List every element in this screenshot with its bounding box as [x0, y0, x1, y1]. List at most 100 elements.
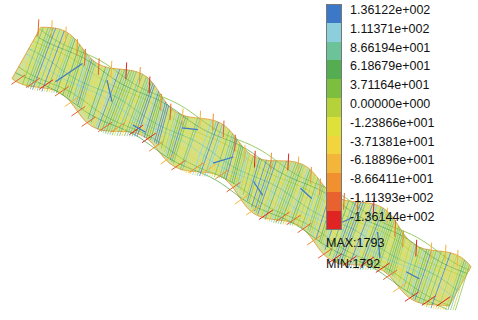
stress-spike [246, 206, 260, 216]
stress-spike [71, 107, 85, 117]
mesh-line [163, 111, 174, 151]
stress-spike [98, 122, 112, 132]
mesh-line [232, 145, 242, 182]
stress-spike [26, 78, 40, 88]
legend-value: 1.36122e+002 [350, 3, 430, 17]
legend-value: -1.11393e+002 [350, 191, 434, 205]
stress-spike [298, 223, 312, 233]
mesh-line [35, 29, 58, 91]
mesh-line [59, 41, 77, 94]
mesh-line [110, 71, 134, 135]
stress-spike [457, 250, 459, 267]
mesh-line [29, 49, 458, 291]
mesh-line [431, 253, 451, 308]
legend-swatch [326, 42, 342, 61]
stress-spike [415, 240, 417, 257]
stress-spike [76, 39, 78, 56]
stress-spike [82, 117, 96, 127]
mesh-line [122, 75, 145, 136]
mesh-line [193, 120, 213, 175]
stress-spike [430, 243, 432, 260]
stress-spike [445, 245, 447, 262]
legend-value: -1.23866e+001 [350, 116, 434, 130]
mesh-line [243, 156, 253, 194]
mesh-line [142, 89, 158, 137]
stress-spike [212, 114, 214, 131]
stress-spike [84, 49, 86, 66]
mesh-line [26, 54, 454, 297]
stress-spike [107, 80, 112, 101]
legend-value: 6.18679e+001 [350, 59, 430, 73]
stress-spike [170, 104, 172, 121]
stress-spike [215, 170, 229, 180]
mesh-line [42, 31, 65, 92]
mesh-line [30, 28, 53, 89]
mesh-line [39, 30, 62, 91]
mesh-line [103, 70, 127, 133]
extreme-label: MAX:1793 [326, 236, 384, 250]
legend-swatch [326, 4, 342, 23]
stress-spike [402, 231, 404, 248]
mesh-line [410, 249, 425, 295]
stress-spike [51, 20, 53, 37]
stress-spike [297, 157, 299, 174]
mesh-line [451, 261, 467, 310]
stress-spike [234, 135, 236, 152]
stress-spike [319, 179, 321, 196]
mesh-line [412, 250, 427, 297]
mesh-line [278, 164, 300, 224]
mesh-line [269, 161, 291, 221]
mesh-line [40, 29, 470, 270]
stress-spike [383, 270, 397, 280]
mesh-line [202, 123, 220, 176]
model-band [12, 27, 471, 306]
mesh-line [299, 176, 316, 227]
stress-spike [182, 128, 198, 130]
mesh-line [240, 154, 249, 191]
mesh-line [420, 251, 439, 304]
stress-spike [405, 292, 419, 302]
mesh-line [87, 66, 104, 117]
stress-spike [55, 63, 82, 81]
stress-spike [161, 155, 175, 165]
mesh-line [158, 106, 169, 145]
stress-spike [270, 153, 272, 170]
legend-swatch [326, 173, 342, 192]
stress-spike [199, 111, 201, 128]
stress-spike [98, 58, 100, 75]
stress-spike [39, 80, 53, 90]
mesh-line [15, 73, 447, 310]
mesh-line [117, 73, 141, 136]
stress-spike [202, 164, 216, 174]
legend-value: -8.66411e+001 [350, 172, 434, 186]
legend-swatch [326, 60, 342, 79]
stress-spike [65, 97, 79, 107]
mesh-line [453, 263, 468, 310]
mesh-line [455, 265, 469, 311]
legend-value: -1.36144e+002 [350, 210, 434, 224]
mesh-line [313, 189, 327, 234]
mesh-line [33, 41, 465, 278]
stress-spike [343, 193, 345, 210]
mesh-line [446, 258, 463, 309]
stress-spike [310, 167, 312, 184]
mesh-line [19, 67, 450, 306]
stress-spike [437, 297, 451, 307]
mesh-line [76, 58, 90, 104]
mesh-line [276, 163, 299, 224]
stress-spike [301, 188, 312, 198]
legend-value: 8.66194e+001 [350, 41, 430, 55]
mesh-line [418, 251, 436, 303]
stress-spike [139, 67, 141, 84]
mesh-line [214, 130, 229, 177]
stress-spike [111, 61, 113, 78]
mesh-line [311, 188, 325, 234]
mesh-line [242, 155, 252, 193]
stress-spike [406, 272, 419, 279]
mesh-line [101, 70, 124, 132]
stress-spike [55, 87, 69, 97]
mesh-line [190, 120, 209, 175]
stress-spike [259, 210, 273, 220]
extreme-label: MIN:1792 [326, 257, 380, 271]
stress-spike [223, 121, 225, 138]
